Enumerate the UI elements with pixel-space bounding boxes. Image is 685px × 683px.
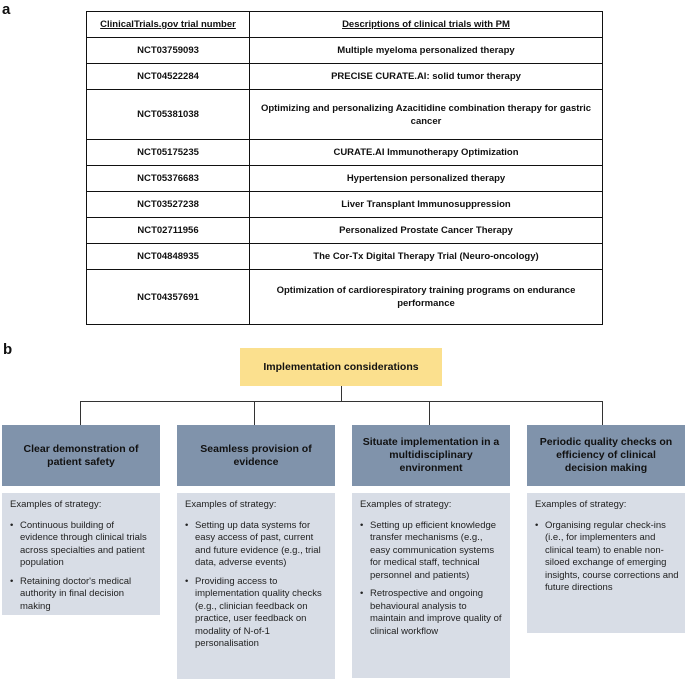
strategy-list: Continuous building of evidence through … — [8, 520, 154, 614]
trial-number-cell: NCT04522284 — [86, 63, 250, 90]
connector-line — [429, 401, 430, 425]
trial-number-cell: NCT04357691 — [86, 269, 250, 325]
panel-a-label: a — [2, 1, 11, 18]
strategy-item: Setting up efficient knowledge transfer … — [358, 520, 504, 583]
consideration-heading-quality-checks: Periodic quality checks on efficiency of… — [527, 425, 685, 486]
table-row: NCT04848935 The Cor-Tx Digital Therapy T… — [86, 243, 603, 270]
trial-description-cell: Hypertension personalized therapy — [249, 165, 603, 192]
implementation-considerations-box: Implementation considerations — [240, 348, 442, 386]
table-row: NCT05381038 Optimizing and personalizing… — [86, 89, 603, 140]
trial-description-cell: Optimizing and personalizing Azacitidine… — [249, 89, 603, 140]
strategy-list: Setting up efficient knowledge transfer … — [358, 520, 504, 639]
strategy-item: Retrospective and ongoing behavioural an… — [358, 588, 504, 638]
trial-description-cell: CURATE.AI Immunotherapy Optimization — [249, 139, 603, 166]
table-row: NCT03759093 Multiple myeloma personalize… — [86, 37, 603, 64]
strategy-box-multidisciplinary: Examples of strategy: Setting up efficie… — [352, 493, 510, 678]
connector-line — [80, 401, 81, 425]
consideration-heading-multidisciplinary: Situate implementation in a multidiscipl… — [352, 425, 510, 486]
trial-number-cell: NCT03759093 — [86, 37, 250, 64]
strategy-item: Providing access to implementation quali… — [183, 576, 329, 651]
strategy-title: Examples of strategy: — [535, 499, 627, 510]
trial-description-cell: The Cor-Tx Digital Therapy Trial (Neuro-… — [249, 243, 603, 270]
column-header-trial-number: ClinicalTrials.gov trial number — [86, 11, 250, 38]
connector-line — [80, 401, 602, 402]
strategy-title: Examples of strategy: — [185, 499, 277, 510]
trial-number-cell: NCT04848935 — [86, 243, 250, 270]
panel-b-label: b — [3, 341, 13, 358]
strategy-list: Setting up data systems for easy access … — [183, 520, 329, 651]
strategy-title: Examples of strategy: — [360, 499, 452, 510]
strategy-box-evidence: Examples of strategy: Setting up data sy… — [177, 493, 335, 679]
trial-number-cell: NCT05381038 — [86, 89, 250, 140]
trial-description-cell: Optimization of cardiorespiratory traini… — [249, 269, 603, 325]
strategy-item: Continuous building of evidence through … — [8, 520, 154, 570]
strategy-item: Retaining doctor's medical authority in … — [8, 576, 154, 614]
trial-description-cell: PRECISE CURATE.AI: solid tumor therapy — [249, 63, 603, 90]
trial-description-cell: Liver Transplant Immunosuppression — [249, 191, 603, 218]
consideration-heading-evidence: Seamless provision of evidence — [177, 425, 335, 486]
table-row: NCT02711956 Personalized Prostate Cancer… — [86, 217, 603, 244]
strategy-list: Organising regular check-ins (i.e., for … — [533, 520, 679, 595]
connector-line — [341, 386, 342, 402]
table-row: NCT05175235 CURATE.AI Immunotherapy Opti… — [86, 139, 603, 166]
table-header-row: ClinicalTrials.gov trial number Descript… — [86, 11, 603, 38]
table-row: NCT03527238 Liver Transplant Immunosuppr… — [86, 191, 603, 218]
clinical-trials-table: ClinicalTrials.gov trial number Descript… — [86, 11, 603, 325]
consideration-heading-patient-safety: Clear demonstration of patient safety — [2, 425, 160, 486]
column-header-description: Descriptions of clinical trials with PM — [249, 11, 603, 38]
connector-line — [254, 401, 255, 425]
trial-number-cell: NCT05376683 — [86, 165, 250, 192]
strategy-title: Examples of strategy: — [10, 499, 102, 510]
table-row: NCT04357691 Optimization of cardiorespir… — [86, 269, 603, 325]
trial-description-cell: Multiple myeloma personalized therapy — [249, 37, 603, 64]
trial-number-cell: NCT02711956 — [86, 217, 250, 244]
connector-line — [602, 401, 603, 425]
trial-number-cell: NCT05175235 — [86, 139, 250, 166]
table-row: NCT05376683 Hypertension personalized th… — [86, 165, 603, 192]
table-row: NCT04522284 PRECISE CURATE.AI: solid tum… — [86, 63, 603, 90]
strategy-item: Setting up data systems for easy access … — [183, 520, 329, 570]
trial-description-cell: Personalized Prostate Cancer Therapy — [249, 217, 603, 244]
strategy-box-quality-checks: Examples of strategy: Organising regular… — [527, 493, 685, 633]
trial-number-cell: NCT03527238 — [86, 191, 250, 218]
strategy-box-patient-safety: Examples of strategy: Continuous buildin… — [2, 493, 160, 615]
strategy-item: Organising regular check-ins (i.e., for … — [533, 520, 679, 595]
